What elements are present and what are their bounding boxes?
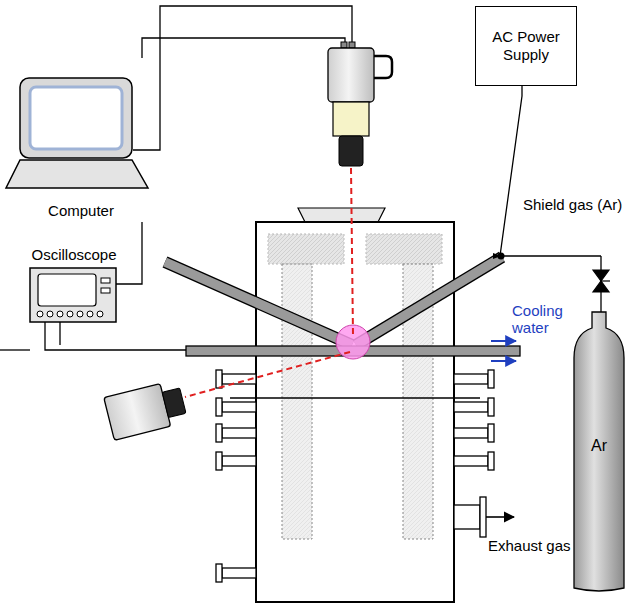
gas-cylinder: Ar [572, 300, 626, 592]
gas-label: Shield gas (Ar) [523, 196, 623, 213]
side-camera [104, 379, 188, 440]
node-label: Ar [588, 434, 610, 457]
node-label: Computer [45, 200, 117, 222]
vacuum-chamber [216, 208, 514, 602]
oscilloscope-device [30, 268, 116, 322]
gas-valve [593, 270, 610, 292]
high-speed-camera [328, 42, 392, 166]
signal-wire [116, 222, 142, 284]
node-label: Oscilloscope [28, 244, 119, 266]
power-supply-box: AC Power Supply [475, 6, 577, 86]
optical-path [185, 168, 353, 397]
node-label: AC Power Supply [477, 26, 575, 66]
oscilloscope-node: Oscilloscope [20, 244, 128, 324]
laptop-computer [6, 78, 148, 188]
computer-node: Computer [8, 70, 154, 222]
exhaust-label: Exhaust gas [488, 537, 578, 554]
coolant-label: Cooling water [512, 302, 602, 337]
